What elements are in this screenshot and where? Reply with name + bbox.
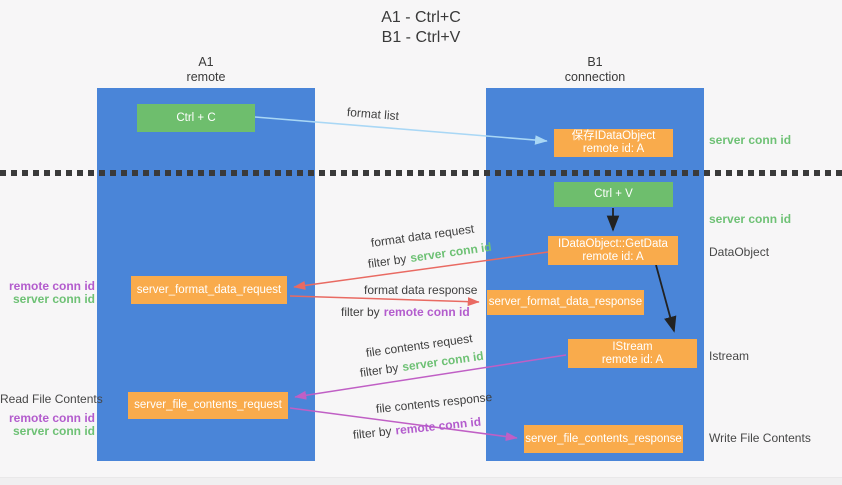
left-label-server-conn-id-2: server conn id xyxy=(12,424,95,438)
machine-a1-role: remote xyxy=(186,70,226,84)
title-line-1: A1 - Ctrl+C xyxy=(381,9,461,26)
dotted-divider xyxy=(0,170,842,176)
node-server-file-contents-response: server_file_contents_response xyxy=(524,425,683,453)
istream-line2: remote id: A xyxy=(601,353,664,366)
node-server-file-contents-request: server_file_contents_request xyxy=(128,392,288,419)
remote-conn-id-text: remote conn id xyxy=(383,305,470,319)
right-label-dataobject: DataObject xyxy=(709,245,770,259)
format-request-label: server_format_data_request xyxy=(136,283,282,296)
node-ctrl-v: Ctrl + V xyxy=(554,182,673,207)
ctrl-v-label: Ctrl + V xyxy=(594,188,633,200)
right-label-server-conn-id-2: server conn id xyxy=(709,212,792,226)
arrow-file-contents-response xyxy=(289,407,518,441)
save-idataobject-line2: remote id: A xyxy=(582,143,645,155)
node-save-idataobject: 保存IDataObject remote id: A xyxy=(554,129,673,157)
node-server-format-data-request: server_format_data_request xyxy=(131,276,287,304)
left-label-remote-conn-id-1: remote conn id xyxy=(8,279,95,293)
format-response-label: server_format_data_response xyxy=(488,296,643,308)
left-label-remote-conn-id-2: remote conn id xyxy=(8,411,95,425)
istream-line1: IStream xyxy=(612,340,653,353)
file-response-label: server_file_contents_response xyxy=(525,432,682,445)
ctrl-c-label: Ctrl + C xyxy=(176,111,216,124)
bottom-strip xyxy=(0,477,842,485)
node-ctrl-c: Ctrl + C xyxy=(137,104,255,132)
getdata-line1: IDataObject::GetData xyxy=(558,237,668,250)
label-format-data-response: format data response xyxy=(364,283,478,297)
column-header-b1: B1 connection xyxy=(486,55,704,85)
right-label-write-file-contents: Write File Contents xyxy=(709,431,811,445)
node-server-format-data-response: server_format_data_response xyxy=(487,290,644,315)
arrow-file-contents-request xyxy=(294,354,567,400)
file-request-label: server_file_contents_request xyxy=(134,399,282,411)
filter-by-text: filter by xyxy=(341,305,380,319)
title-line-2: B1 - Ctrl+V xyxy=(381,29,461,46)
node-idataobject-getdata: IDataObject::GetData remote id: A xyxy=(548,236,678,265)
right-label-server-conn-id-1: server conn id xyxy=(709,133,792,147)
arrow-getdata-to-istream xyxy=(655,264,677,333)
left-label-read-file-contents: Read File Contents xyxy=(0,392,103,406)
getdata-line2: remote id: A xyxy=(582,250,644,263)
left-label-server-conn-id-1: server conn id xyxy=(12,292,95,306)
machine-b1-name: B1 xyxy=(587,55,603,69)
save-idataobject-line1: 保存IDataObject xyxy=(571,130,656,142)
node-istream: IStream remote id: A xyxy=(568,339,697,368)
arrow-format-data-request xyxy=(293,251,549,290)
machine-a1-name: A1 xyxy=(198,55,214,69)
diagram-title: A1 - Ctrl+C B1 - Ctrl+V xyxy=(0,8,842,48)
right-label-istream: Istream xyxy=(709,349,750,363)
arrow-format-list xyxy=(254,116,548,145)
column-header-a1: A1 remote xyxy=(97,55,315,85)
machine-b1-role: connection xyxy=(564,70,626,84)
arrow-format-data-response xyxy=(289,295,480,307)
